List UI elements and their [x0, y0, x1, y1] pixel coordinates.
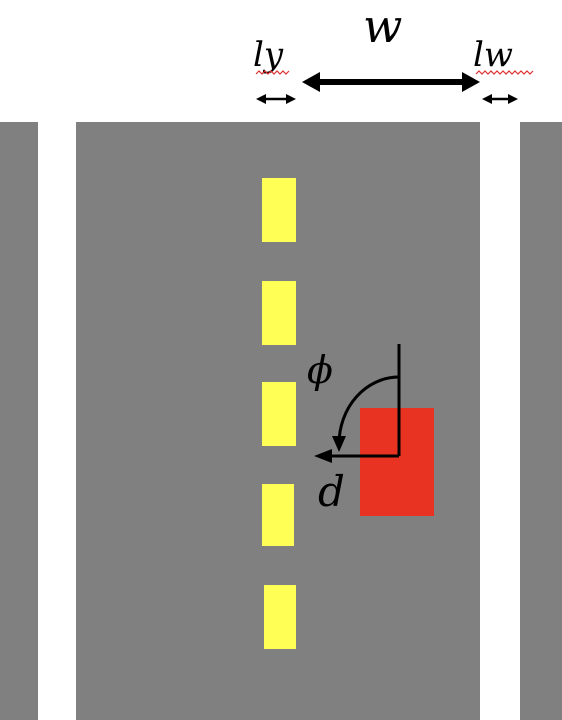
vehicle-box	[360, 408, 434, 516]
ly-arrow-head-left	[256, 94, 266, 104]
phi-angle-arc	[337, 375, 400, 445]
yellow-dash-4	[262, 484, 294, 546]
ly-spellcheck-underline	[255, 70, 290, 75]
phi-arc-arrow-head	[332, 436, 346, 452]
lw-arrow-head-right	[508, 94, 518, 104]
right-road-strip	[520, 122, 562, 720]
w-arrow-head-right	[462, 72, 480, 92]
w-label: w	[363, 0, 402, 53]
ly-label: ly	[253, 35, 284, 75]
d-label: d	[318, 467, 345, 516]
ly-arrow-head-right	[286, 94, 296, 104]
distance-arrow-head	[314, 449, 332, 463]
left-road-strip	[0, 122, 38, 720]
yellow-dash-2	[262, 281, 296, 345]
w-arrow-head-left	[302, 72, 320, 92]
lw-label: lw	[473, 35, 513, 75]
phi-label: ϕ	[307, 348, 333, 392]
yellow-dash-1	[262, 178, 296, 242]
yellow-dash-3	[262, 382, 296, 446]
yellow-dash-5	[264, 585, 296, 649]
lw-spellcheck-underline	[475, 70, 534, 75]
lw-arrow-head-left	[482, 94, 492, 104]
